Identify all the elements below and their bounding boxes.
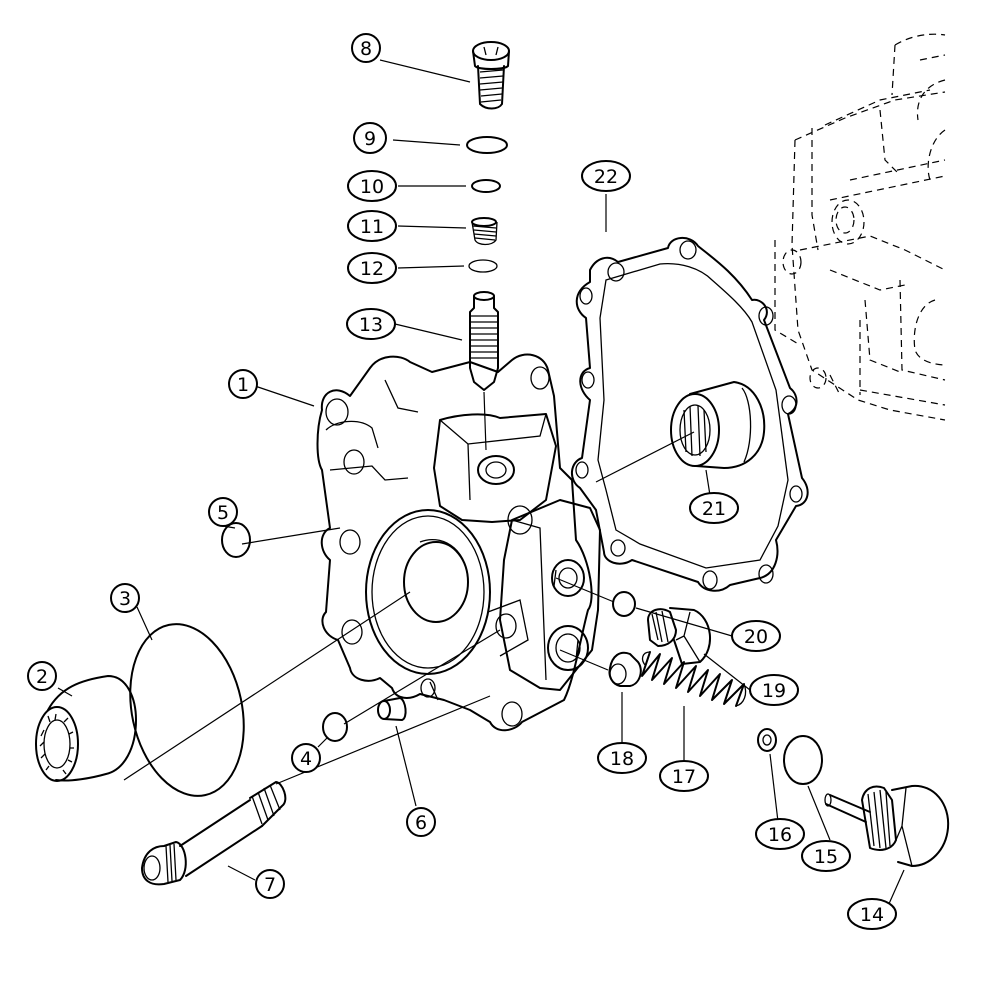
callout-22: 22: [581, 160, 631, 192]
callout-6-label: 6: [415, 812, 427, 834]
valve-spool: [469, 291, 499, 391]
callout-5-label: 5: [217, 502, 229, 524]
callout-4: 4: [291, 743, 321, 773]
large-o-ring: [129, 623, 245, 797]
callout-20: 20: [731, 620, 781, 652]
o-ring-9: [466, 136, 508, 154]
callout-17-label: 17: [672, 766, 696, 788]
relief-plug: [472, 41, 510, 110]
callout-2: 2: [27, 661, 57, 691]
callout-21-label: 21: [702, 498, 726, 520]
callout-13: 13: [346, 308, 396, 340]
leader-lines: [57, 59, 905, 907]
callout-17: 17: [659, 760, 709, 792]
splined-coupler: [35, 675, 137, 782]
callout-3: 3: [110, 583, 140, 613]
callout-10: 10: [347, 170, 397, 202]
transmission-housing-outline: [774, 33, 946, 421]
check-poppet: [608, 651, 642, 687]
callout-7: 7: [255, 869, 285, 899]
callout-1: 1: [228, 369, 258, 399]
o-ring-10: [471, 179, 501, 193]
center-lines: [123, 391, 695, 785]
callout-9: 9: [353, 122, 387, 154]
callout-19-label: 19: [762, 680, 786, 702]
callout-12-label: 12: [360, 258, 384, 280]
callout-18-label: 18: [610, 748, 634, 770]
callout-4-label: 4: [300, 748, 312, 770]
o-ring-15: [783, 735, 823, 785]
gasket: [571, 237, 809, 592]
callout-8-label: 8: [360, 38, 372, 60]
callout-9-label: 9: [364, 128, 376, 150]
callout-11: 11: [347, 210, 397, 242]
callout-16-label: 16: [768, 824, 792, 846]
cap-screw: [141, 781, 287, 886]
drain-plug: [824, 784, 950, 867]
hex-plug: [647, 607, 712, 665]
callout-5: 5: [208, 497, 238, 527]
callout-15: 15: [801, 840, 851, 872]
callout-15-label: 15: [814, 846, 838, 868]
callout-3-label: 3: [119, 588, 131, 610]
callout-12: 12: [347, 252, 397, 284]
callout-19: 19: [749, 674, 799, 706]
callout-18: 18: [597, 742, 647, 774]
callout-8: 8: [351, 33, 381, 63]
needle-bearing: [670, 381, 766, 469]
callout-21: 21: [689, 492, 739, 524]
o-ring-5: [221, 522, 251, 558]
callout-20-label: 20: [744, 626, 768, 648]
washer-16: [757, 728, 777, 752]
o-ring-4: [322, 712, 348, 742]
washer-12: [468, 259, 498, 273]
callout-6: 6: [406, 807, 436, 837]
callout-1-label: 1: [237, 374, 249, 396]
relief-spring: [641, 651, 747, 707]
valve-spring: [471, 217, 498, 246]
callout-16: 16: [755, 818, 805, 850]
callout-14: 14: [847, 898, 897, 930]
callout-2-label: 2: [36, 666, 48, 688]
callout-13-label: 13: [359, 314, 383, 336]
callout-11-label: 11: [360, 216, 384, 238]
dowel-pin: [377, 697, 407, 721]
callout-14-label: 14: [860, 904, 884, 926]
o-ring-20: [612, 591, 636, 617]
callout-7-label: 7: [264, 874, 276, 896]
callout-10-label: 10: [360, 176, 384, 198]
pump-body: [316, 353, 601, 732]
callout-22-label: 22: [594, 166, 618, 188]
